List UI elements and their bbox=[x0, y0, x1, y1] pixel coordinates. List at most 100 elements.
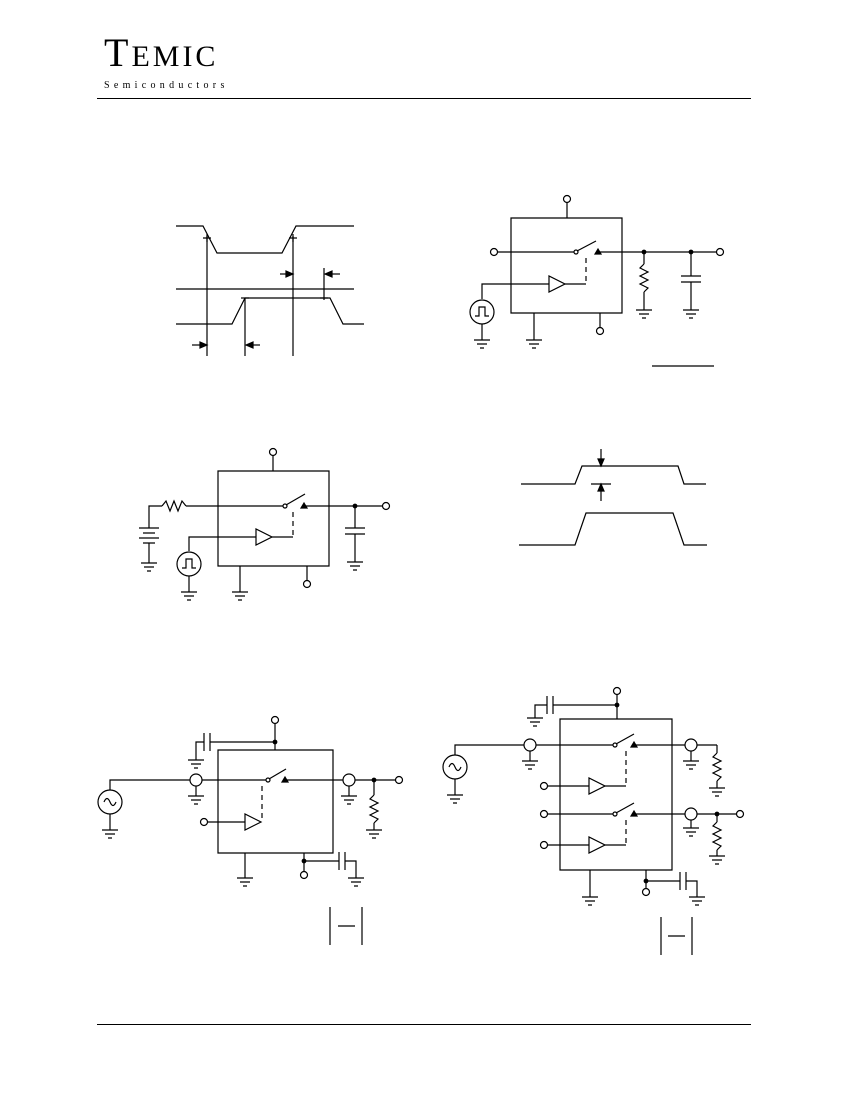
ground-symbol-3a bbox=[141, 563, 157, 571]
ground-symbol-6f bbox=[683, 828, 699, 836]
brand-name: TEMIC bbox=[104, 33, 229, 77]
output-test-point-5 bbox=[343, 774, 355, 786]
ground-symbol-5g bbox=[348, 878, 364, 886]
timing-arrowhead-2 bbox=[325, 271, 332, 277]
timing-arrowhead-4 bbox=[246, 342, 253, 348]
sine-symbol-5 bbox=[104, 799, 116, 806]
timing-tick-1 bbox=[203, 234, 211, 242]
ground-symbol-6h bbox=[582, 897, 598, 905]
header-rule bbox=[97, 98, 751, 99]
load-capacitor-3 bbox=[345, 528, 365, 534]
input-terminal-2 bbox=[491, 249, 498, 256]
footer-rule bbox=[97, 1024, 751, 1025]
battery-3 bbox=[139, 528, 159, 543]
off-isolation-test-circuit bbox=[98, 717, 403, 946]
ground-symbol-2a bbox=[474, 340, 490, 348]
supply-terminal-6 bbox=[614, 688, 621, 695]
ground-symbol-6c bbox=[522, 761, 538, 769]
driver-buffer-6a bbox=[589, 778, 605, 794]
ic-block-6 bbox=[560, 719, 672, 870]
pulse-generator-3 bbox=[177, 552, 201, 576]
timing-arrowhead-3 bbox=[200, 342, 207, 348]
load-resistor-6a bbox=[713, 753, 721, 781]
company-logo: TEMIC Semiconductors bbox=[104, 33, 229, 92]
brand-rest: EMIC bbox=[131, 40, 219, 73]
input-test-point-5 bbox=[190, 774, 202, 786]
negative-bypass-capacitor-6 bbox=[680, 872, 686, 890]
bypass-ground-wire-5 bbox=[196, 742, 204, 760]
ic-block-5 bbox=[218, 750, 333, 853]
brand-initial: T bbox=[104, 30, 132, 75]
ground-symbol-6i bbox=[689, 897, 705, 905]
output-terminal-3 bbox=[383, 503, 390, 510]
control-pin-terminal-2 bbox=[597, 328, 604, 335]
ground-symbol-3c bbox=[232, 592, 248, 600]
supply-terminal-5 bbox=[272, 717, 279, 724]
timing-tick-2 bbox=[289, 234, 297, 242]
output-test-point-6a bbox=[685, 739, 697, 751]
source-resistor-3 bbox=[162, 501, 186, 511]
ground-symbol-6d bbox=[683, 761, 699, 769]
load-resistor-6b bbox=[713, 822, 721, 850]
timing-waveform-top bbox=[176, 226, 354, 253]
ground-symbol-5c bbox=[188, 796, 204, 804]
ground-symbol-2d bbox=[683, 310, 699, 318]
ground-symbol-2b bbox=[526, 340, 542, 348]
control-input-terminal-6a bbox=[541, 783, 548, 790]
output-terminal-5 bbox=[396, 777, 403, 784]
source-wire-3 bbox=[149, 506, 162, 528]
output-test-point-6b bbox=[685, 808, 697, 820]
bypass-capacitor-5 bbox=[204, 733, 210, 751]
bypass-capacitor-6 bbox=[547, 696, 553, 714]
switch-arm-5 bbox=[269, 769, 286, 779]
supply-terminal-3 bbox=[270, 449, 277, 456]
ground-symbol-3d bbox=[347, 562, 363, 570]
negative-supply-terminal-6 bbox=[643, 889, 650, 896]
brand-tagline: Semiconductors bbox=[104, 80, 229, 91]
ic-block-2 bbox=[511, 218, 622, 313]
ground-symbol-5b bbox=[102, 830, 118, 838]
switch-arm-3 bbox=[286, 494, 305, 505]
pulse-source-wire-2 bbox=[482, 284, 549, 299]
ground-symbol-3b bbox=[181, 592, 197, 600]
crosstalk-test-circuit bbox=[443, 688, 744, 956]
output-waveform bbox=[521, 466, 706, 484]
ground-symbol-6e bbox=[709, 788, 725, 796]
switch-arm-2 bbox=[577, 241, 596, 251]
driver-buffer-2 bbox=[549, 276, 565, 292]
supply-terminal-2 bbox=[564, 196, 571, 203]
bypass-ground-wire-6 bbox=[535, 705, 547, 718]
driver-buffer-6b bbox=[589, 837, 605, 853]
driver-buffer-5 bbox=[245, 814, 261, 830]
fraction-mark-5 bbox=[330, 907, 362, 945]
timing-diagram bbox=[176, 226, 364, 356]
ground-symbol-5f bbox=[237, 878, 253, 886]
switch-test-circuit-rc-load bbox=[470, 196, 724, 367]
input-wire-6 bbox=[455, 745, 613, 755]
ground-symbol-2c bbox=[636, 310, 652, 318]
fraction-mark-6 bbox=[661, 917, 692, 955]
output-terminal-6b bbox=[737, 811, 744, 818]
negative-bypass-ground-wire-6 bbox=[686, 881, 697, 897]
charge-injection-waveform bbox=[519, 449, 707, 545]
ground-symbol-6g bbox=[709, 856, 725, 864]
input-terminal-6b bbox=[541, 811, 548, 818]
ground-symbol-6a bbox=[527, 718, 543, 726]
delta-arrowhead-top bbox=[598, 459, 604, 466]
timing-waveform-bottom bbox=[176, 298, 364, 324]
ground-symbol-5d bbox=[341, 796, 357, 804]
control-pin-terminal-3 bbox=[304, 581, 311, 588]
timing-arrowhead-1 bbox=[286, 271, 293, 277]
negative-supply-terminal-5 bbox=[301, 872, 308, 879]
pulse-symbol-3 bbox=[182, 559, 196, 568]
input-wire-5 bbox=[110, 780, 266, 790]
delta-arrowhead-bottom bbox=[598, 484, 604, 491]
ground-symbol-6b bbox=[447, 795, 463, 803]
driver-buffer-3 bbox=[256, 529, 272, 545]
input-test-point-6 bbox=[524, 739, 536, 751]
control-input-terminal-5 bbox=[201, 819, 208, 826]
load-resistor-2 bbox=[640, 264, 648, 292]
load-capacitor-2 bbox=[681, 276, 701, 282]
pulse-symbol-2 bbox=[475, 307, 489, 316]
